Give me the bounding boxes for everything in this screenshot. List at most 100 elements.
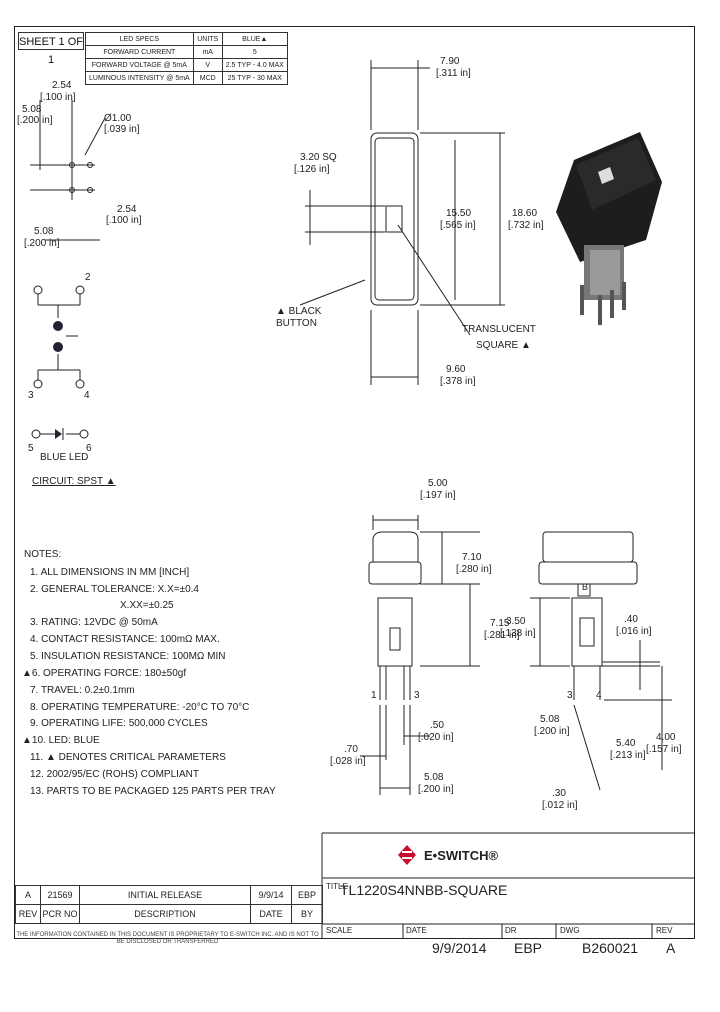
pin-hole <box>87 162 93 168</box>
pin-label: 2 <box>85 272 91 283</box>
switch-3d-render <box>556 132 662 325</box>
led-label: BLUE LED <box>40 452 89 463</box>
note-item: 4. CONTACT RESISTANCE: 100mΩ MAX. <box>30 634 220 645</box>
dim-label: .50 <box>430 720 444 731</box>
dim-label: [.126 in] <box>294 164 330 175</box>
dim-label: [.200 in] <box>534 726 570 737</box>
dim-label: [.100 in] <box>106 215 142 226</box>
dim-label: 18.60 <box>512 208 538 219</box>
rev-header: REV <box>15 904 41 924</box>
pin-label: 1 <box>371 690 377 701</box>
spec-row: LUMINOUS INTENSITY @ 5mA MCD 25 TYP - 30… <box>85 71 288 85</box>
rev-value: A <box>666 940 676 956</box>
pin-hole <box>69 162 75 168</box>
note-item: 2. GENERAL TOLERANCE: X.X=±0.4 <box>30 584 199 595</box>
contact-dot <box>53 342 63 352</box>
front-led <box>579 617 595 647</box>
switch-body-face <box>590 250 620 295</box>
note-item: 13. PARTS TO BE PACKAGED 125 PARTS PER T… <box>30 786 276 797</box>
rev-cell: EBP <box>291 885 323 905</box>
front-skirt <box>538 561 638 585</box>
terminal-circle <box>79 429 89 439</box>
led-diode-icon <box>55 429 62 439</box>
dim-label: [.012 in] <box>542 800 578 811</box>
button-outline-outer <box>370 132 419 306</box>
pin-label: 3 <box>28 390 34 401</box>
note-item: 1. ALL DIMENSIONS IN MM [INCH] <box>30 567 190 578</box>
company-logo-text: E•SWITCH® <box>424 848 499 863</box>
dwg-number: B260021 <box>582 940 639 956</box>
front-body <box>571 597 603 667</box>
rev-cell: A <box>15 885 41 905</box>
note-item: ▲6. OPERATING FORCE: 180±50gf <box>22 668 187 679</box>
rev-header: BY <box>291 904 323 924</box>
pin-label: 3 <box>567 690 573 701</box>
dim-label: [.028 in] <box>330 756 366 767</box>
dim-line <box>573 704 601 791</box>
note-item: 11. ▲ DENOTES CRITICAL PARAMETERS <box>30 752 226 763</box>
side-skirt <box>368 561 422 585</box>
terminal-circle <box>75 285 85 295</box>
drawing-title: TL1220S4NNBB-SQUARE <box>340 882 508 898</box>
dim-label: 15.50 <box>446 208 472 219</box>
side-body <box>377 597 413 667</box>
dim-label: [.200 in] <box>17 115 53 126</box>
circuit-label: CIRCUIT: SPST ▲ <box>32 476 116 487</box>
front-stem <box>577 583 591 597</box>
dim-label: [.281 in] <box>484 630 520 641</box>
dim-label: [.016 in] <box>616 626 652 637</box>
dim-label: [.200 in] <box>418 784 454 795</box>
body-marking: B <box>582 582 589 592</box>
side-led <box>389 627 401 651</box>
note-item: X.XX=±0.25 <box>120 600 174 611</box>
dim-label: [.378 in] <box>440 376 476 387</box>
pin-hole <box>87 187 93 193</box>
side-cap <box>372 531 419 563</box>
drawn-by-label: DR <box>505 926 517 935</box>
dim-label: 5.40 <box>616 738 636 749</box>
led-spec-table: LED SPECS UNITS BLUE▲ FORWARD CURRENT mA… <box>85 32 288 85</box>
leader-line <box>84 117 106 156</box>
proprietary-disclaimer: THE INFORMATION CONTAINED IN THIS DOCUME… <box>16 932 319 945</box>
pin-label: 5 <box>28 443 34 454</box>
note-item: 3. RATING: 12VDC @ 50mA <box>30 617 158 628</box>
dim-label: 7.90 <box>440 56 460 67</box>
dim-label: 5.08 <box>34 226 54 237</box>
sheet-frame <box>14 26 695 939</box>
dim-label: [.197 in] <box>420 490 456 501</box>
title-label: TITLE <box>326 882 348 891</box>
spec-cell: LUMINOUS INTENSITY @ 5mA <box>85 71 194 85</box>
note-item: 9. OPERATING LIFE: 500,000 CYCLES <box>30 718 208 729</box>
dim-label: [.157 in] <box>646 744 682 755</box>
rev-cell: 21569 <box>40 885 80 905</box>
dim-label: [.565 in] <box>440 220 476 231</box>
spec-cell: 25 TYP - 30 MAX <box>221 71 288 85</box>
rev-header: DATE <box>250 904 292 924</box>
translucent-square <box>385 205 403 233</box>
eswitch-logo-icon <box>398 845 416 865</box>
dim-label: [.100 in] <box>40 92 76 103</box>
dim-label: [.020 in] <box>418 732 454 743</box>
note-item: 12. 2002/95/EC (ROHS) COMPLIANT <box>30 769 199 780</box>
dim-label: 7.15 <box>490 618 510 629</box>
button-top <box>576 138 656 210</box>
callout-label: SQUARE ▲ <box>476 340 531 351</box>
pin-label: 4 <box>84 390 90 401</box>
dim-label: 5.08 <box>540 714 560 725</box>
dim-label: 5.08 <box>424 772 444 783</box>
button-outline-inner <box>374 137 415 301</box>
dim-label: 4.00 <box>656 732 676 743</box>
dim-label: 2.54 <box>117 204 137 215</box>
callout-label: TRANSLUCENT <box>462 324 536 335</box>
rev-label: REV <box>656 926 673 935</box>
rev-header: DESCRIPTION <box>79 904 251 924</box>
dim-label: .30 <box>552 788 566 799</box>
indicator-window <box>598 167 614 184</box>
spec-cell: MCD <box>192 71 223 85</box>
notes-title: NOTES: <box>24 549 62 560</box>
front-cap <box>542 531 634 563</box>
dim-label: 3.50 <box>506 616 526 627</box>
revision-table: A 21569 INITIAL RELEASE 9/9/14 EBP REV P… <box>15 885 323 924</box>
dim-label: [.039 in] <box>104 124 140 135</box>
